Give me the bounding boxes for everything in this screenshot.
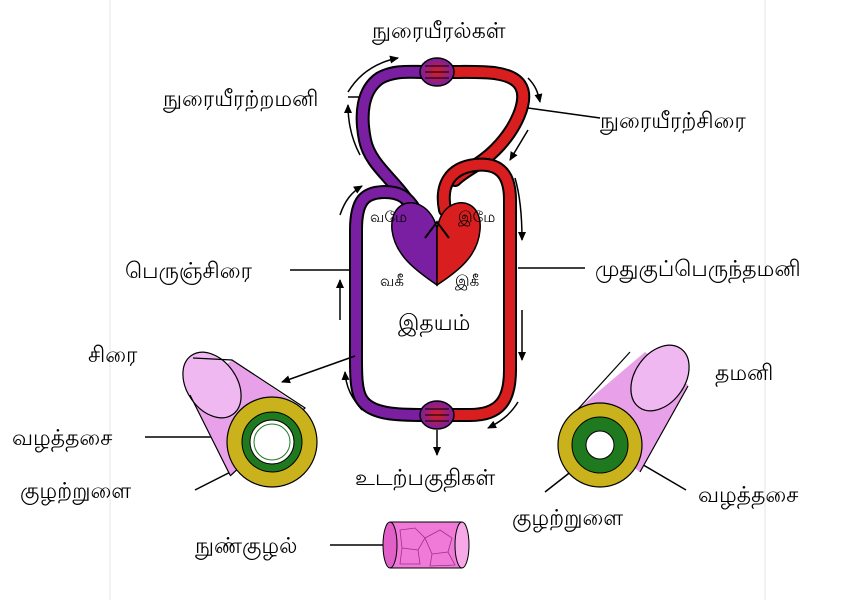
left-ventricle-label: வகீ xyxy=(380,272,404,290)
label-pulmonary-vein: நுரையீரற்சிரை xyxy=(600,109,746,135)
label-lungs: நுரையீரல்கள் xyxy=(372,19,506,45)
right-atrium-label: இமே xyxy=(458,208,495,226)
label-heart: இதயம் xyxy=(398,311,470,337)
vein-cross-section xyxy=(171,341,317,487)
label-muscle-wall-left: வழத்தசை xyxy=(12,426,112,452)
label-vena-cava: பெருஞ்சிரை xyxy=(125,259,253,285)
right-ventricle-label: இகீ xyxy=(455,272,479,290)
label-lumen-left: குழற்றுளை xyxy=(20,479,131,505)
label-lumen-right: குழற்றுளை xyxy=(512,506,623,532)
label-capillary: நுண்குழல் xyxy=(195,534,297,560)
label-muscle-wall-right: வழத்தசை xyxy=(698,483,798,509)
label-pulmonary-artery: நுரையீரற்றமனி xyxy=(163,87,318,113)
label-artery: தமனி xyxy=(715,361,773,387)
label-vein: சிரை xyxy=(88,343,138,368)
capillary-tube xyxy=(383,522,469,568)
label-body-parts: உடற்பகுதிகள் xyxy=(355,466,495,492)
artery-cross-section xyxy=(558,334,701,487)
label-aorta: முதுகுப்பெருந்தமனி xyxy=(595,257,801,283)
left-atrium-label: வமே xyxy=(370,208,407,226)
